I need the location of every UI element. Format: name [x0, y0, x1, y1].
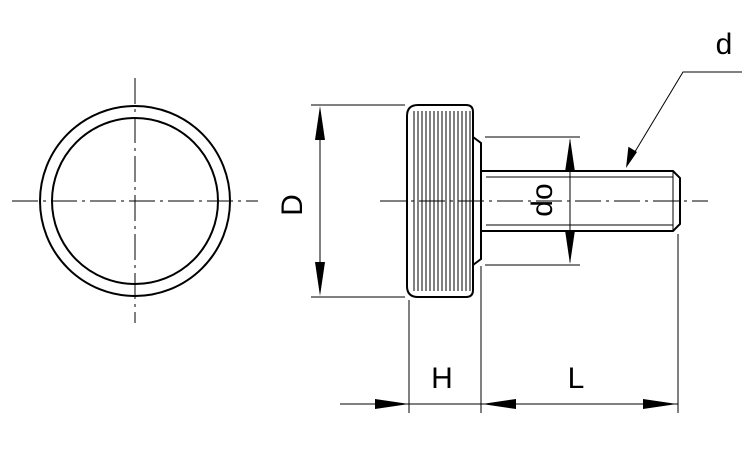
end-view-outer-circle	[39, 105, 231, 297]
label-L: L	[568, 362, 585, 395]
knurled-head	[406, 104, 474, 298]
arrow-head	[482, 399, 516, 409]
end-view-inner-circle	[51, 117, 219, 285]
arrow-head	[565, 138, 575, 172]
arrow-head	[315, 262, 325, 296]
label-D: D	[276, 194, 309, 216]
side-view	[380, 104, 708, 298]
dimension-H-L: H L	[340, 234, 679, 413]
end-view	[12, 78, 258, 323]
label-do: do	[526, 183, 559, 216]
label-H: H	[431, 362, 453, 395]
arrow-head	[565, 230, 575, 264]
leader-d: d	[626, 28, 742, 168]
shoulder-collar	[472, 136, 482, 266]
dimension-do: do	[485, 136, 580, 266]
arrow-head	[315, 106, 325, 140]
arrow-head	[375, 399, 409, 409]
arrow-head	[626, 146, 637, 168]
threaded-shank	[481, 170, 681, 232]
label-d: d	[716, 28, 733, 61]
arrow-head	[643, 399, 677, 409]
dimension-D: D	[276, 104, 405, 298]
